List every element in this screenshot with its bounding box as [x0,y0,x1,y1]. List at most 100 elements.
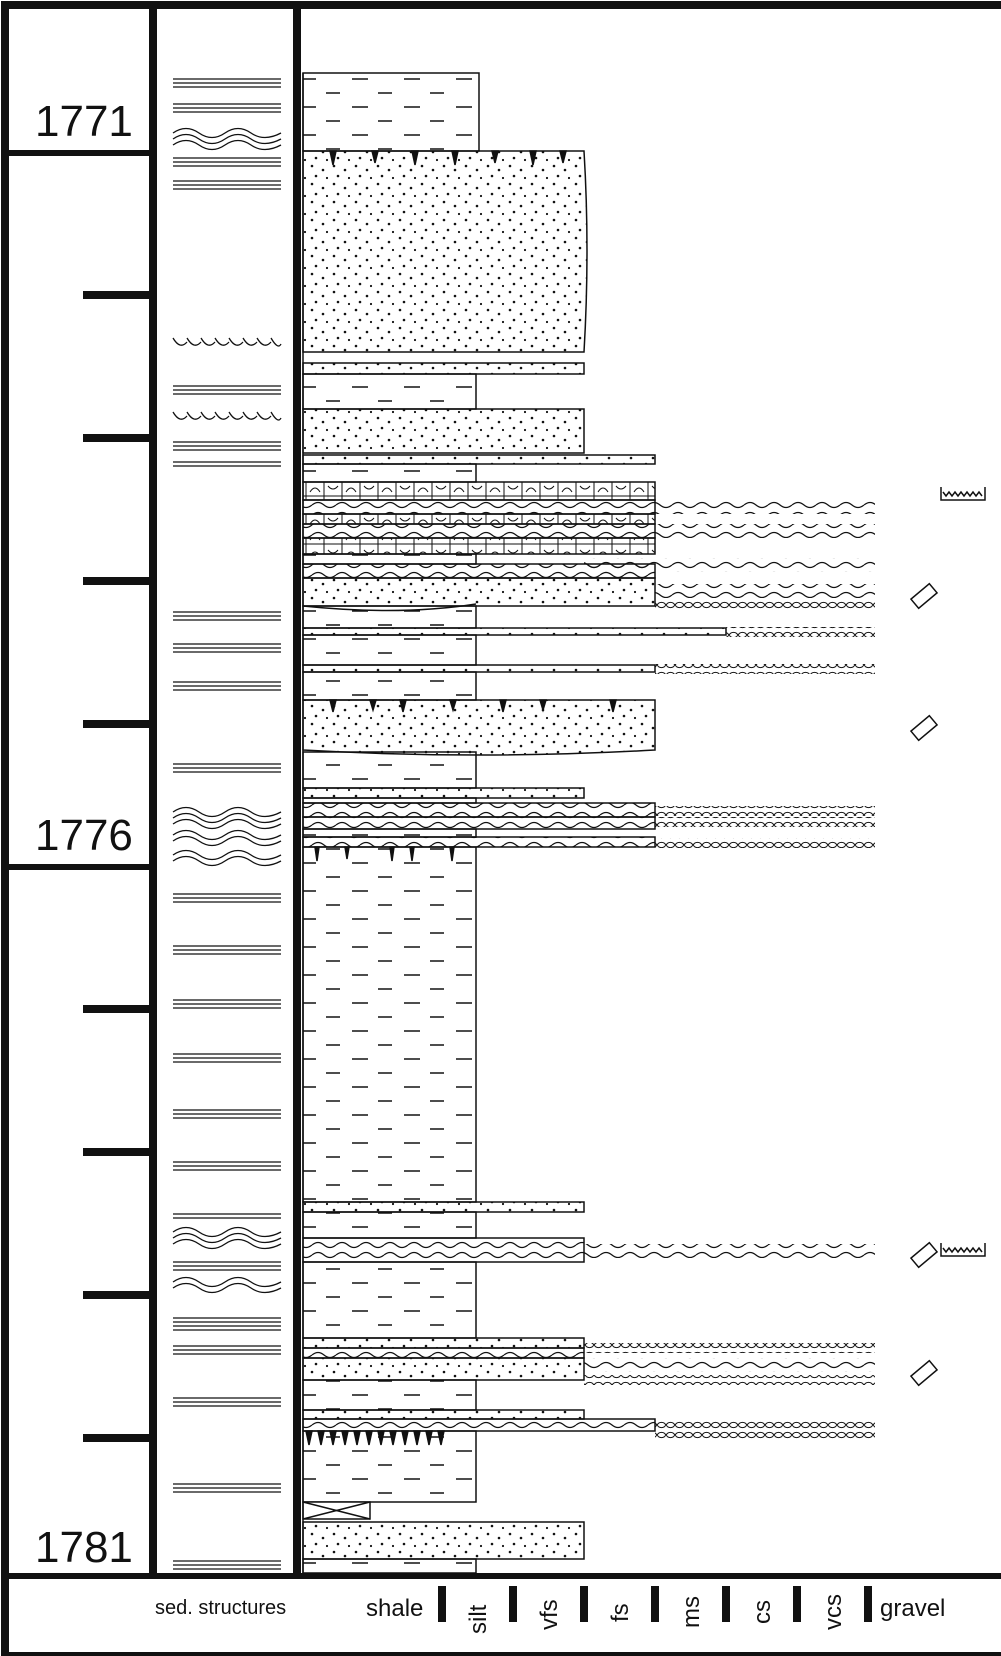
mudcrack-marks [329,699,617,713]
bed-shale [302,463,477,483]
bed-wavy [302,523,656,539]
trough-cross-bedding-icon [172,337,282,347]
wavy-bedding-icon [172,127,282,151]
chain-extension [655,817,875,827]
bed-wavy [302,836,656,848]
bed-sandstone [302,454,656,465]
bed-sandstone [302,577,656,607]
bed-sandstone [302,1201,585,1213]
bed-wavy [302,1347,585,1359]
bed-wavy [302,499,656,515]
parallel-lamination-icon [173,157,281,167]
depth-ticks [83,291,153,1442]
parallel-lamination-icon [173,1397,281,1407]
scale-tick [651,1586,659,1622]
covered-interval-icon [302,1501,371,1520]
diamond-clast-icon [909,1359,939,1387]
bed-shale [302,828,477,838]
bed-sandstone [302,1409,585,1420]
wavy-bedding-icon [172,1226,282,1250]
depth-label-1776: 1776 [35,811,133,860]
parallel-lamination-icon [173,893,281,903]
trough-cross-bedding-icon [172,411,282,421]
bed-sandstone [302,1521,585,1560]
diamond-clast-icon [909,582,939,610]
chain-extension [726,627,875,637]
chain-extension [584,1343,875,1353]
parallel-lamination-icon [173,1109,281,1119]
parallel-lamination-icon [173,681,281,691]
bed-shale [302,1558,477,1574]
parallel-lamination-icon [173,999,281,1009]
diamond-clast-icon [909,1241,939,1269]
mudcrack-marks [314,846,455,862]
chain-extension [655,806,875,816]
parallel-lamination-icon [173,945,281,955]
depth-label-1781: 1781 [35,1523,133,1572]
gravel-extensions [584,500,875,1439]
depth-label-1771: 1771 [35,97,133,146]
wavy-extension [584,1244,875,1258]
chain-extension [655,1419,875,1429]
parallel-lamination-icon [173,180,281,190]
parallel-lamination-icon [173,103,281,113]
wavy-extension [584,1358,875,1372]
wavy-extension [655,500,875,514]
bed-shale [302,72,480,152]
bed-shale [302,634,477,666]
grain-size-ms: ms [678,1596,705,1628]
bed-carbonate [302,537,656,555]
bed-shale [302,1211,477,1239]
wavy-bedding-icon [172,806,282,830]
bed-shale [302,553,477,565]
grain-size-vcs: vcs [820,1594,847,1630]
parallel-lamination-icon [173,78,281,88]
bed-carbonate [302,513,656,525]
parallel-lamination-icon [173,1317,281,1331]
bed-shale [302,671,477,701]
wavy-extension [655,524,875,538]
sed-structures-label: sed. structures [155,1597,286,1619]
mudcrack-icon [940,487,986,501]
bed-shale [302,846,477,1203]
diamond-clast-icon [909,714,939,742]
parallel-lamination-icon [173,1053,281,1063]
grain-size-silt: silt [465,1604,492,1634]
wavy-extension [655,584,875,598]
scale-tick [580,1586,588,1622]
bed-shale [302,605,477,629]
bed-shale [302,373,477,410]
parallel-lamination-icon [173,1345,281,1355]
wavy-bedding-icon [172,849,282,867]
lithology-column [302,72,727,1574]
parallel-lamination-icon [173,441,281,451]
bed-sandstone [302,150,588,353]
bed-shale [302,1379,477,1411]
bed-sandstone [302,1357,585,1381]
bed-shale [302,751,477,789]
scale-tick [722,1586,730,1622]
bed-sandstone [302,362,585,375]
scale-tick [438,1586,446,1622]
grain-size-scale: sed. structures shale silt vfs fs ms cs … [155,1586,945,1634]
bed-sandstone [302,408,585,454]
wavy-bedding-icon [172,1276,282,1294]
grain-size-shale: shale [366,1595,423,1622]
scale-tick [509,1586,517,1622]
parallel-lamination-icon [173,763,281,773]
parallel-lamination-icon [173,1261,281,1271]
scale-tick [793,1586,801,1622]
bed-wavy [302,1418,656,1432]
chain-extension [584,1375,875,1385]
scale-tick [864,1586,872,1622]
mudcrack-icon [940,1243,986,1257]
parallel-lamination-icon [173,643,281,653]
grain-size-vfs: vfs [536,1599,563,1630]
bed-wavy [302,802,656,818]
bed-sandstone [302,699,656,756]
chain-extension [655,838,875,848]
parallel-lamination-icon [173,385,281,395]
accessory-symbols [909,487,986,1387]
chain-extension [655,1429,875,1439]
chain-extension [655,601,875,611]
